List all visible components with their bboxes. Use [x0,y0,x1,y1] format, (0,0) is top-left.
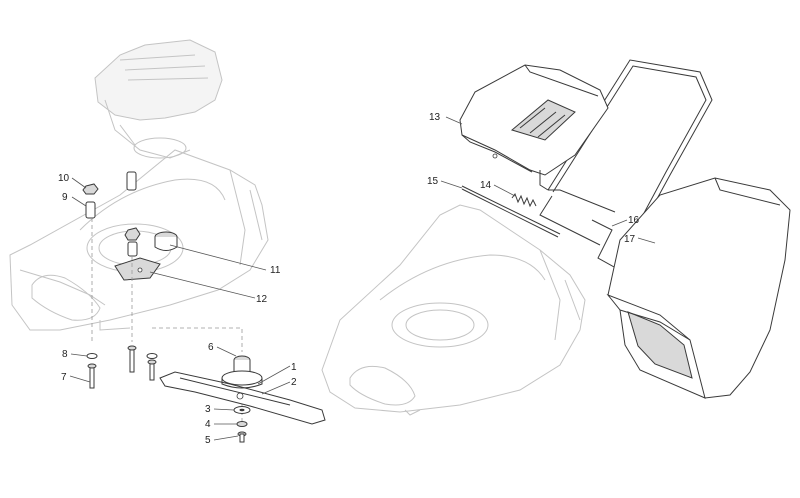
washer-8 [86,353,98,359]
callout-7: 7 [61,372,67,383]
callout-6: 6 [208,342,214,353]
callout-16: 16 [628,215,640,226]
bolts-center [127,345,158,381]
callout-5: 5 [205,435,211,446]
engine-ghost [94,39,223,159]
leader-lines [69,116,656,441]
nut-10 [82,183,99,195]
blade-2 [159,371,326,425]
callout-2: 2 [291,377,297,388]
spring-14 [511,192,537,208]
blade-hub-1 [221,355,263,389]
washer-3 [233,406,251,414]
callout-15: 15 [427,176,439,187]
callout-labels: 1 2 3 4 5 6 7 8 9 10 11 12 13 14 15 16 1… [58,112,640,446]
spacer-top [126,171,137,191]
callout-9: 9 [62,192,68,203]
rod-15 [461,185,561,238]
callout-11: 11 [270,265,281,276]
mower-deck-right-ghost [321,204,586,416]
spacer-9 [85,201,96,219]
callout-13: 13 [429,112,441,123]
callout-12: 12 [256,294,268,305]
spacer-mid [124,227,141,257]
callout-3: 3 [205,404,211,415]
grass-bag-17 [606,177,791,399]
bolt-7 [87,363,97,389]
callout-10: 10 [58,173,70,184]
callout-17: 17 [624,234,636,245]
callout-14: 14 [480,180,492,191]
callout-1: 1 [291,362,297,373]
cover-13 [459,64,609,191]
plate-12 [114,257,161,281]
callout-8: 8 [62,349,68,360]
callout-4: 4 [205,419,211,430]
mower-deck-left-ghost [9,149,269,331]
bushing-11 [154,231,178,251]
washer-4 [236,421,248,427]
bolt-5 [237,431,247,443]
